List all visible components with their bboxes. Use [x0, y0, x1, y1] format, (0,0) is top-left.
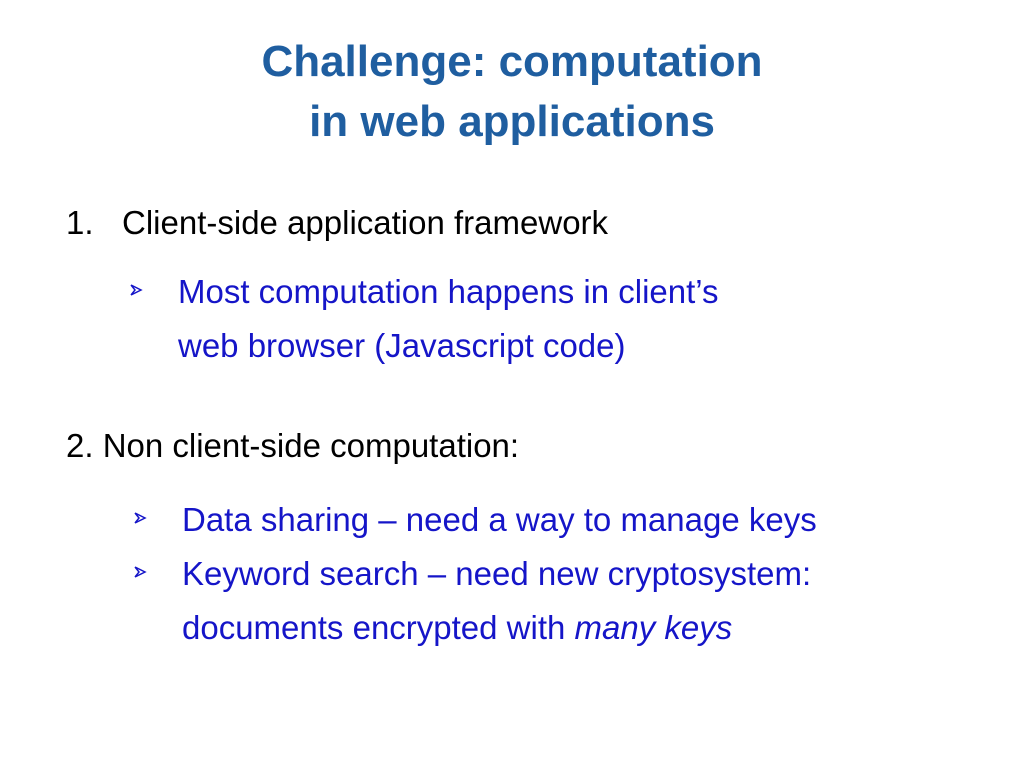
bullet-line-plain: documents encrypted with — [182, 609, 575, 646]
bullet-item: Data sharing – need a way to manage keys — [134, 493, 817, 547]
bullet-item: Most computation happens in client’s web… — [130, 265, 719, 373]
point-2-bullets: Data sharing – need a way to manage keys… — [134, 493, 817, 655]
bullet-line: Most computation happens in client’s — [178, 273, 719, 310]
bullet-item: Keyword search – need new cryptosystem: … — [134, 547, 817, 655]
bullet-line: Data sharing – need a way to manage keys — [182, 501, 817, 538]
bullet-line-italic: many keys — [574, 609, 733, 646]
title-line-2: in web applications — [309, 97, 715, 146]
arrow-bullet-icon — [128, 265, 148, 319]
point-1: 1. Client-side application framework — [66, 203, 608, 243]
point-1-bullets: Most computation happens in client’s web… — [130, 265, 719, 373]
title-line-1: Challenge: computation — [261, 37, 763, 86]
point-2: 2. Non client-side computation: — [66, 427, 520, 464]
point-1-number: 1. — [66, 204, 94, 241]
arrow-bullet-icon — [132, 493, 152, 547]
bullet-line: web browser (Javascript code) — [178, 327, 626, 364]
point-1-text: Client-side application framework — [122, 204, 609, 241]
arrow-bullet-icon — [132, 547, 152, 601]
bullet-line: Keyword search – need new cryptosystem: — [182, 555, 812, 592]
bullet-line: documents encrypted with many keys — [182, 601, 817, 655]
slide-title: Challenge: computation in web applicatio… — [0, 32, 1024, 152]
